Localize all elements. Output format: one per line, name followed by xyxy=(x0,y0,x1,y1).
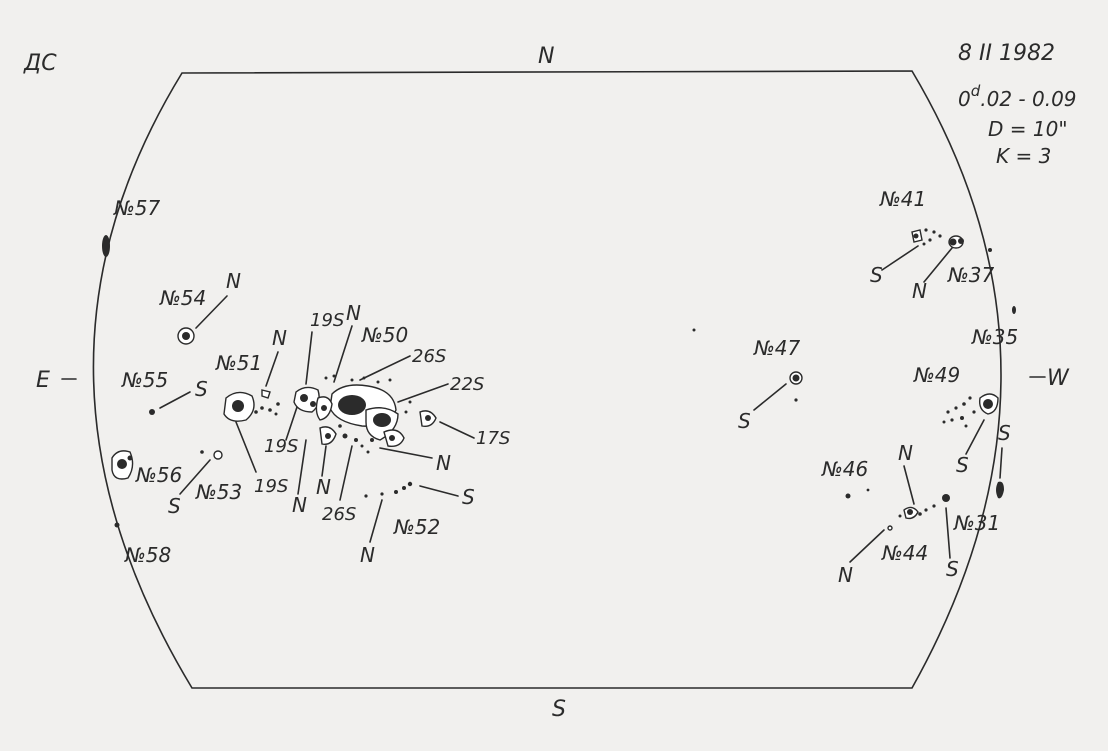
observation-time: 0d.02 - 0.09 xyxy=(958,82,1077,111)
spot-56 xyxy=(111,450,134,480)
group-label-44: №44 xyxy=(881,541,928,565)
compass-east: E xyxy=(36,368,50,393)
solar-disk-outline xyxy=(92,70,1002,689)
polarity-label-s49: S xyxy=(956,453,969,477)
polarity-label-17s: 17S xyxy=(476,428,510,449)
pointer-26s-b xyxy=(339,445,353,501)
group-label-50: №50 xyxy=(361,323,408,347)
pointer-n54 xyxy=(195,295,228,329)
polarity-label-19s-a: 19S xyxy=(264,436,298,457)
observation-date: 8 II 1982 xyxy=(958,41,1055,66)
pointer-n52 xyxy=(369,499,383,543)
polarity-label-22s: 22S xyxy=(450,374,484,395)
pointer-n44-a xyxy=(903,465,915,505)
polarity-label-s55: S xyxy=(195,377,208,401)
polarity-label-s53: S xyxy=(168,494,181,518)
spot-49 xyxy=(942,393,999,428)
polarity-label-n52: N xyxy=(360,543,375,567)
polarity-label-19s-b: 19S xyxy=(254,476,288,497)
spot-50 xyxy=(293,374,437,454)
group-label-51: №51 xyxy=(215,351,262,375)
compass-north: N xyxy=(538,44,554,69)
polarity-label-s31: S xyxy=(998,421,1011,445)
polarity-label-s44: S xyxy=(946,557,959,581)
polarity-label-s41: S xyxy=(870,263,883,287)
group-label-52: №52 xyxy=(393,515,440,539)
group-label-57: №57 xyxy=(113,196,161,220)
spot-55 xyxy=(149,409,155,415)
polarity-label-n51: N xyxy=(272,326,287,350)
polarity-label-26s-b: 26S xyxy=(322,504,356,525)
pointer-n-a xyxy=(297,439,307,495)
group-label-35: №35 xyxy=(971,325,1018,349)
pointer-n51 xyxy=(265,351,279,387)
pointer-n-c xyxy=(379,447,433,459)
pointer-s53 xyxy=(179,459,211,495)
spot-54 xyxy=(177,327,195,345)
polarity-label-s52: S xyxy=(462,485,475,509)
pointer-s55 xyxy=(159,391,191,409)
pointer-s41 xyxy=(881,245,919,271)
polarity-label-s47: S xyxy=(738,409,751,433)
polarity-label-n-c: N xyxy=(436,451,451,475)
spot-37 xyxy=(948,235,992,252)
pointer-19s-c xyxy=(305,331,313,385)
group-label-46: №46 xyxy=(821,457,868,481)
spot-35 xyxy=(1012,306,1016,314)
pointer-19s-a xyxy=(285,403,299,441)
spot-53 xyxy=(200,450,223,460)
spot-47 xyxy=(789,371,803,402)
pointer-n50 xyxy=(333,325,353,383)
spot-44 xyxy=(887,494,950,531)
pointer-22s xyxy=(397,383,449,403)
k-coefficient: K = 3 xyxy=(996,144,1051,168)
spot-57 xyxy=(102,235,110,257)
group-label-53: №53 xyxy=(195,480,242,504)
pointer-19s-b xyxy=(235,421,257,473)
pointer-s52 xyxy=(419,485,459,497)
pointer-n44-b xyxy=(849,529,885,563)
polarity-label-26s-a: 26S xyxy=(412,346,446,367)
group-label-49: №49 xyxy=(913,363,960,387)
spot-46 xyxy=(845,488,870,499)
pointer-26s-a xyxy=(359,355,411,381)
group-label-56: №56 xyxy=(135,463,182,487)
polarity-label-n44-b: N xyxy=(838,563,853,587)
group-label-31: №31 xyxy=(953,511,1000,535)
polarity-label-n37: N xyxy=(912,279,927,303)
polarity-label-n54: N xyxy=(226,269,241,293)
group-label-58: №58 xyxy=(124,543,171,567)
spot-58 xyxy=(114,522,120,528)
stray-dot xyxy=(692,328,696,332)
spot-52 xyxy=(364,481,413,498)
disk-diameter: D = 10" xyxy=(988,117,1068,141)
pointer-s44 xyxy=(945,507,951,559)
pointer-n37 xyxy=(923,247,953,283)
spot-31 xyxy=(996,481,1004,499)
compass-south: S xyxy=(552,697,566,722)
polarity-label-19s-c: 19S xyxy=(310,310,344,331)
pointer-s47 xyxy=(753,383,787,411)
polarity-label-n44-a: N xyxy=(898,441,913,465)
group-label-41: №41 xyxy=(879,187,926,211)
compass-west: W xyxy=(1047,366,1070,391)
polarity-label-n-b: N xyxy=(316,475,331,499)
polarity-label-n50: N xyxy=(346,301,361,325)
spot-51 xyxy=(223,389,280,422)
group-label-47: №47 xyxy=(753,336,801,360)
group-label-37: №37 xyxy=(947,263,995,287)
spot-41 xyxy=(911,228,942,246)
polarity-label-n-a: N xyxy=(292,493,307,517)
pointer-s31 xyxy=(999,447,1003,479)
pointer-s49 xyxy=(965,419,985,455)
group-label-55: №55 xyxy=(121,368,168,392)
observer-code: ДС xyxy=(23,51,57,76)
pointer-n-b xyxy=(321,445,327,477)
pointer-17s xyxy=(439,421,475,439)
group-label-54: №54 xyxy=(159,286,206,310)
